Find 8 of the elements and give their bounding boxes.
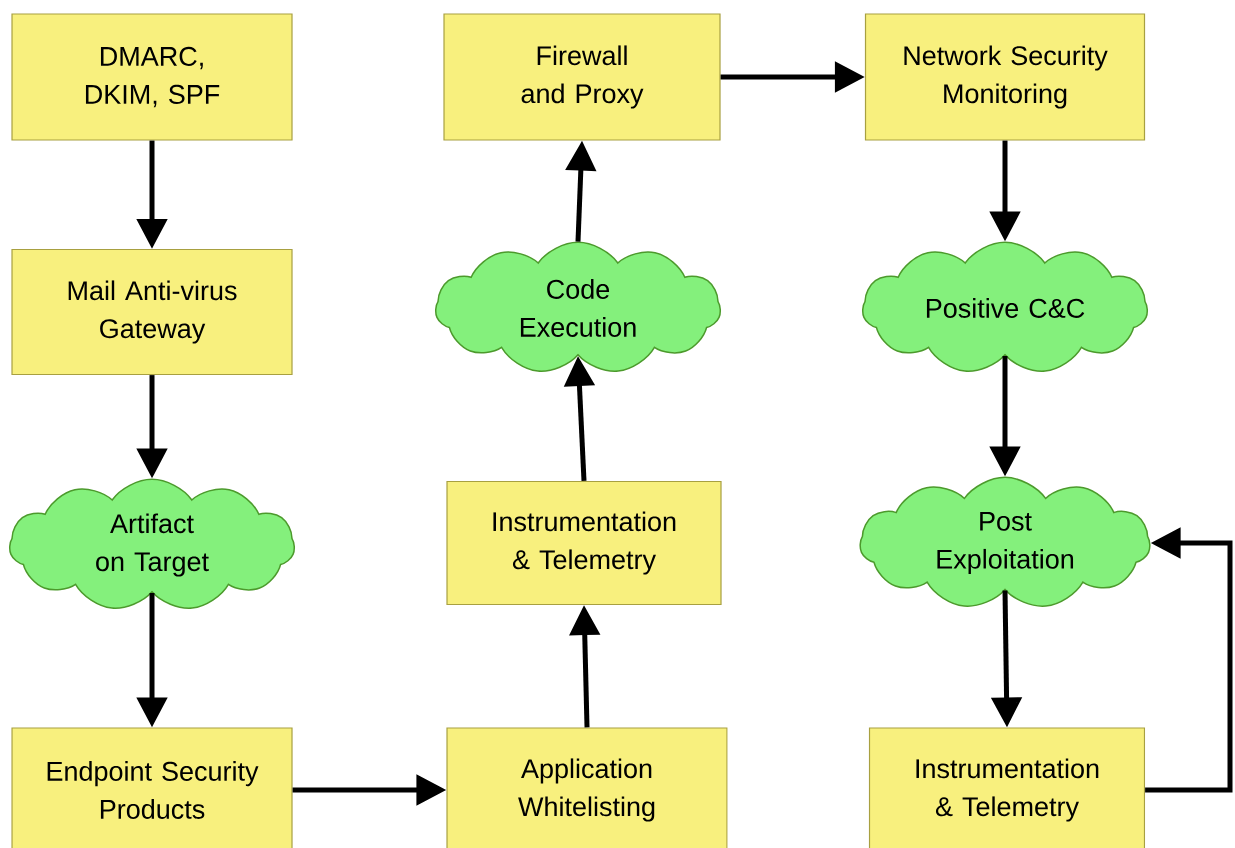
process-box: Endpoint Security Products bbox=[11, 727, 293, 848]
process-box: Mail Anti-virus Gateway bbox=[11, 248, 293, 376]
process-box: DMARC, DKIM, SPF bbox=[11, 13, 293, 141]
process-box: Network Security Monitoring bbox=[864, 13, 1146, 141]
process-box: Application Whitelisting bbox=[446, 727, 728, 848]
process-box: Instrumentation & Telemetry bbox=[446, 480, 722, 606]
process-box: Firewall and Proxy bbox=[443, 13, 721, 141]
process-box: Instrumentation & Telemetry bbox=[868, 727, 1146, 848]
